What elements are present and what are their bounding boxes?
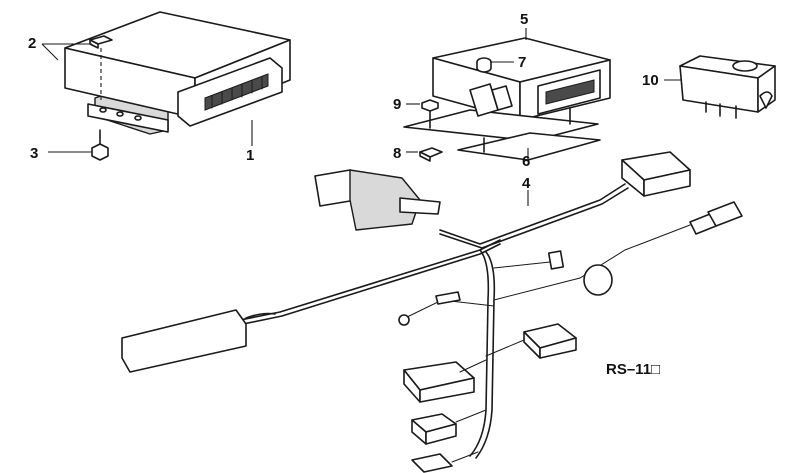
callout-10: 10 xyxy=(642,72,659,89)
callout-6: 6 xyxy=(522,153,531,170)
module-part-5 xyxy=(432,37,611,121)
callout-8: 8 xyxy=(393,145,402,162)
callout-4: 4 xyxy=(522,175,531,192)
callout-5: 5 xyxy=(520,11,529,28)
bolt-part-9 xyxy=(421,99,439,129)
callout-leaders xyxy=(41,28,682,206)
callout-1: 1 xyxy=(246,147,255,164)
callout-7: 7 xyxy=(518,54,527,71)
diagram-reference-code: RS–11□ xyxy=(606,361,661,378)
wiring-harness-part-4 xyxy=(121,151,743,473)
relay-part-10 xyxy=(679,55,776,119)
nut-part-8 xyxy=(419,147,443,162)
bracket-part-6 xyxy=(403,83,601,161)
callout-2: 2 xyxy=(28,35,37,52)
control-unit-part-1 xyxy=(64,11,291,161)
callout-9: 9 xyxy=(393,96,402,113)
callout-3: 3 xyxy=(30,145,39,162)
